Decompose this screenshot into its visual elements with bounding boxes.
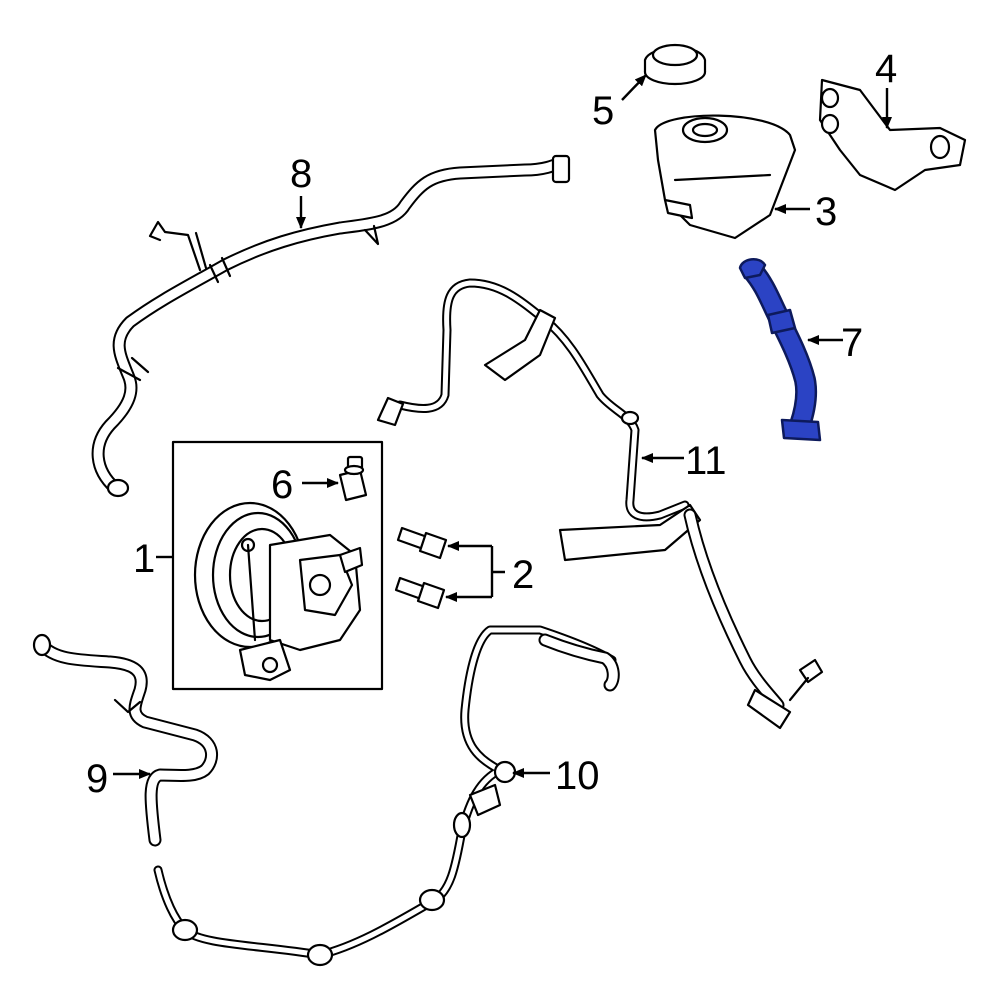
callout-6: 6 (271, 463, 293, 507)
callout-8: 8 (290, 152, 312, 196)
callout-2: 2 (512, 553, 534, 597)
callout-1: 1 (133, 537, 155, 581)
callout-10: 10 (555, 754, 600, 798)
callout-5: 5 (592, 89, 614, 133)
part-8-return-hose[interactable] (91, 154, 571, 498)
callout-4: 4 (875, 47, 897, 91)
part-5-reservoir-cap[interactable] (643, 43, 707, 86)
callout-7: 7 (841, 321, 863, 365)
callout-11: 11 (685, 439, 727, 483)
part-2-bolts[interactable] (394, 526, 448, 610)
part-3-reservoir[interactable] (653, 114, 797, 240)
callout-3: 3 (815, 190, 837, 234)
leader-5 (621, 74, 647, 101)
leader-2-bracket (490, 546, 505, 597)
callout-leaders (113, 74, 892, 779)
part-11-pressure-hose[interactable] (376, 278, 824, 730)
part-7-reservoir-hose[interactable] (738, 258, 822, 442)
part-6-fitting[interactable] (338, 455, 368, 502)
part-10-return-line[interactable] (153, 625, 620, 967)
part-4-bracket[interactable] (818, 78, 967, 192)
part-1-power-steering-pump[interactable] (171, 440, 384, 691)
callout-9: 9 (86, 757, 108, 801)
part-9-supply-hose[interactable] (32, 633, 218, 847)
callout-labels: 1 2 3 4 5 6 7 8 9 10 11 (86, 47, 897, 801)
